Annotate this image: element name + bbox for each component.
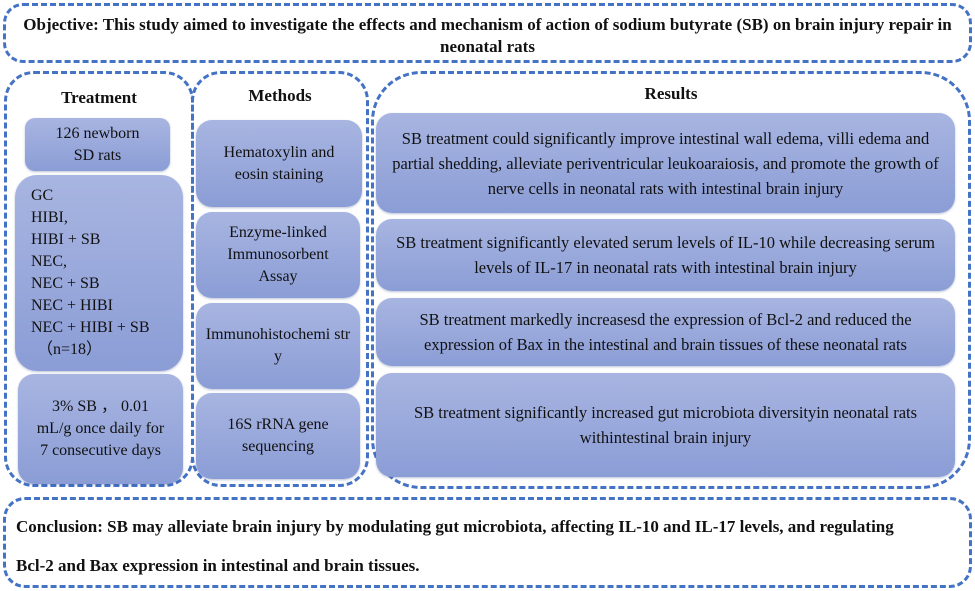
dose-box: 3% SB ， 0.01 mL/g once daily for 7 conse… — [18, 374, 183, 484]
methods-panel — [191, 71, 369, 487]
conclusion-line-2: Bcl-2 and Bax expression in intestinal a… — [16, 556, 420, 575]
conclusion-line-1: Conclusion: SB may alleviate brain injur… — [16, 517, 894, 536]
group-item: GC — [31, 187, 54, 204]
group-item: NEC, — [31, 253, 67, 270]
method-box: 16S rRNA gene sequencing — [196, 393, 360, 479]
result-box: SB treatment significantly increased gut… — [376, 373, 955, 477]
group-count: （n=18） — [37, 341, 103, 358]
results-title: Results — [644, 84, 698, 103]
results-panel — [371, 71, 971, 489]
group-item: NEC + HIBI + SB — [31, 319, 150, 336]
objective-text: Objective: This study aimed to investiga… — [23, 15, 952, 56]
group-item: NEC + HIBI — [31, 297, 113, 314]
method-box: Enzyme-linked Immunosorbent Assay — [196, 212, 360, 298]
group-item: HIBI, — [31, 209, 68, 226]
result-box: SB treatment could significantly improve… — [376, 113, 955, 213]
animals-box: 126 newborn SD rats — [25, 118, 170, 171]
objective-panel: Objective: This study aimed to investiga… — [3, 3, 972, 63]
method-box: Immunohistochemi stry — [196, 303, 360, 389]
methods-title: Methods — [248, 86, 312, 105]
result-box: SB treatment markedly increasesd the exp… — [376, 298, 955, 366]
treatment-title: Treatment — [61, 88, 137, 107]
conclusion-panel — [3, 497, 972, 588]
method-box: Hematoxylin and eosin staining — [196, 120, 362, 207]
result-box: SB treatment significantly elevated seru… — [376, 219, 955, 291]
group-item: HIBI + SB — [31, 231, 101, 248]
group-item: NEC + SB — [31, 275, 100, 292]
groups-box: GC HIBI, HIBI + SB NEC, NEC + SB NEC + H… — [15, 175, 183, 371]
